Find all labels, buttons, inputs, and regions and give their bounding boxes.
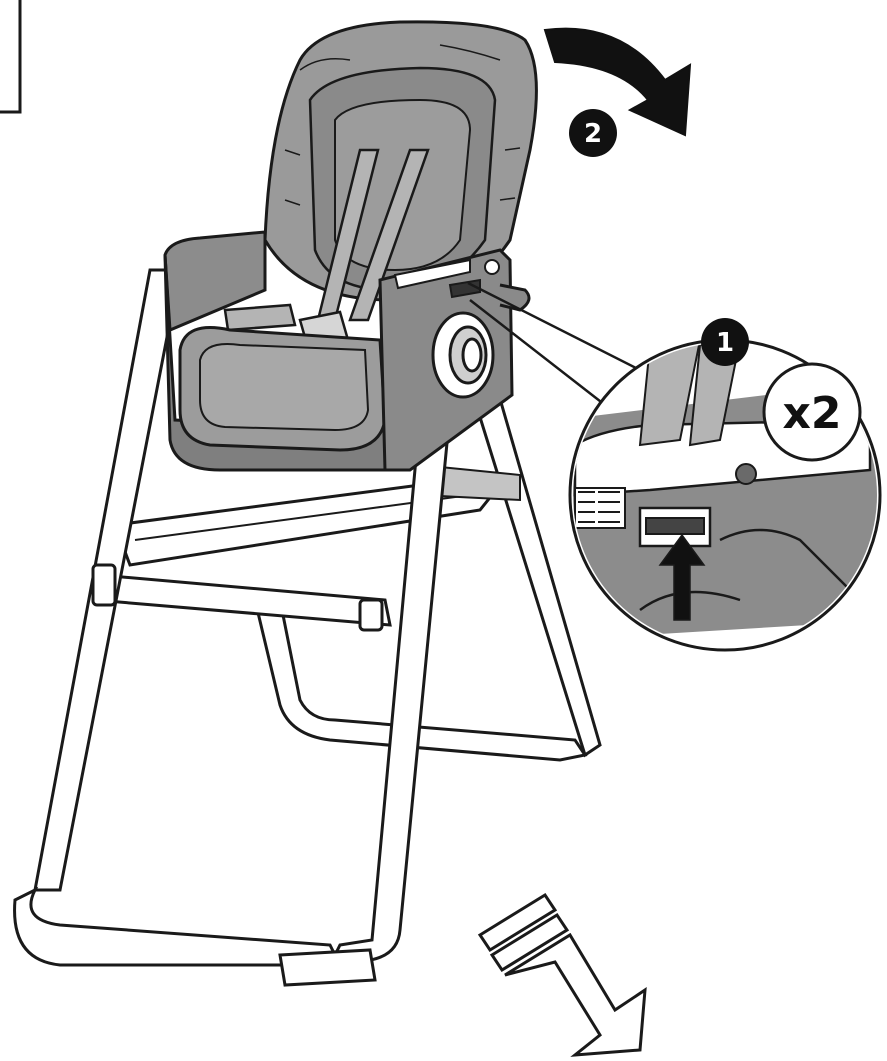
up-arrow-icon	[658, 533, 706, 621]
multiplier-bubble	[762, 362, 862, 462]
footrest	[93, 463, 521, 627]
down-direction-arrow-icon	[477, 892, 647, 1057]
frame-corner	[0, 0, 22, 114]
multiplier-text: x2	[783, 388, 842, 439]
right-front-leg	[278, 358, 457, 987]
step-2-badge	[569, 109, 617, 157]
step-1-number: 1	[716, 328, 734, 358]
step-1-badge	[701, 318, 749, 366]
seat-base	[163, 230, 531, 472]
curved-arrow-icon	[543, 27, 692, 137]
step-2-number: 2	[584, 119, 602, 149]
zoom-callout	[467, 281, 882, 652]
left-front-leg	[13, 268, 343, 967]
